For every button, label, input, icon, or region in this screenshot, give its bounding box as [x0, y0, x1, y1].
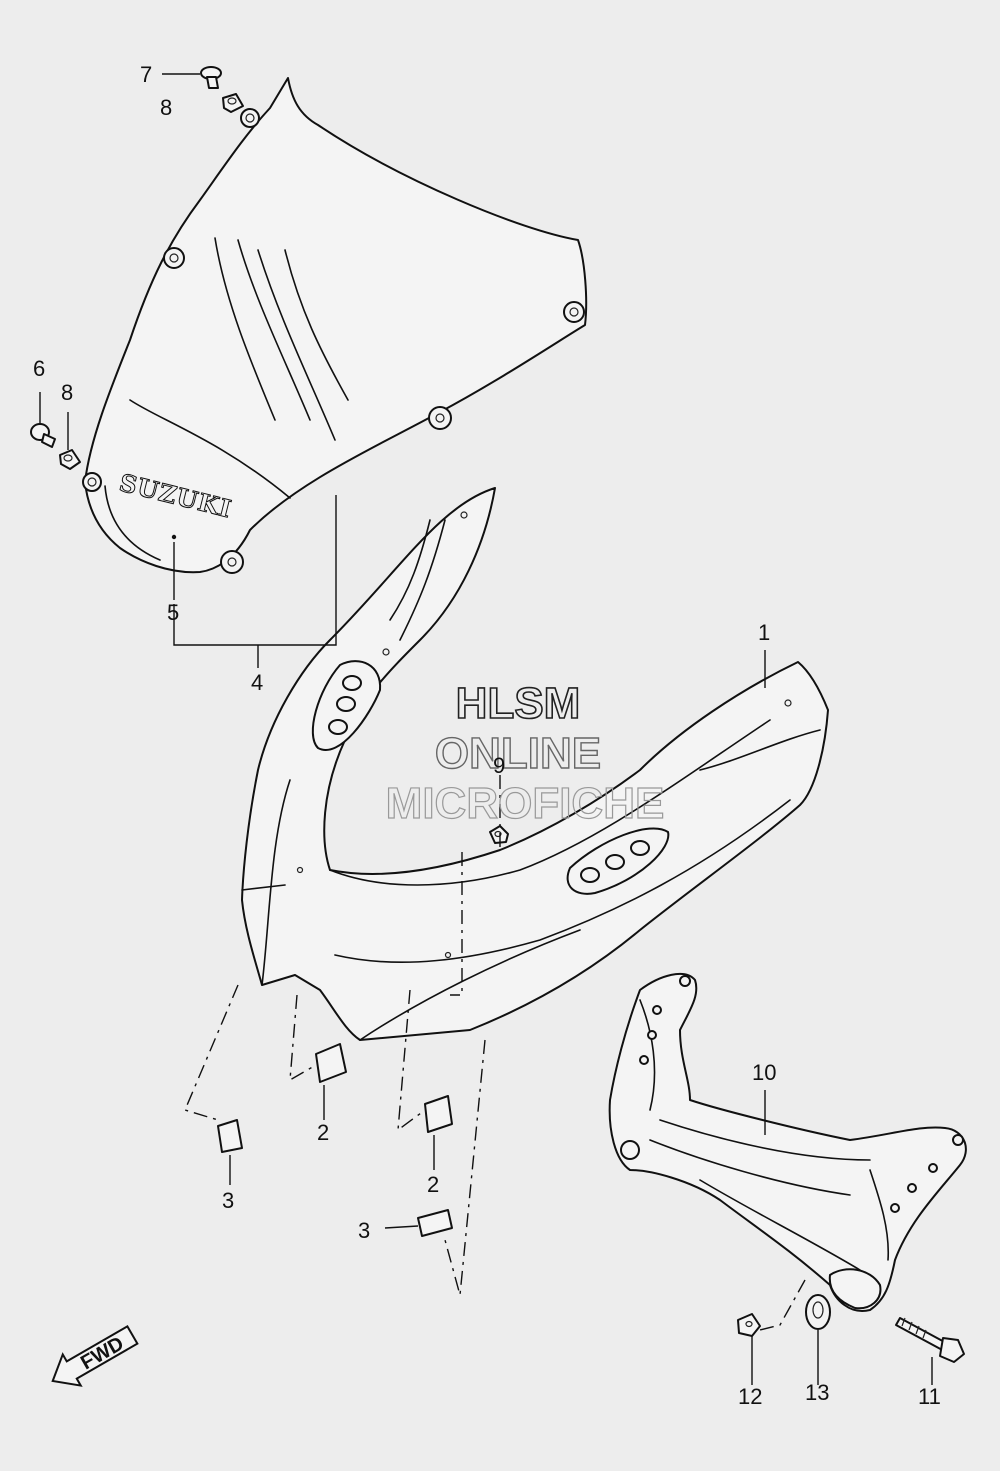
- callout-11: 11: [918, 1384, 941, 1409]
- watermark-line-3: MICROFICHE: [386, 779, 665, 828]
- watermark-line-1: HLSM: [456, 679, 581, 728]
- callout-6: 6: [33, 356, 45, 381]
- callout-9: 9: [493, 753, 505, 778]
- watermark: HLSM ONLINE MICROFICHE: [385, 678, 665, 828]
- callout-8-lower: 8: [61, 380, 73, 405]
- callout-1: 1: [758, 620, 770, 645]
- callout-4: 4: [251, 670, 263, 695]
- callout-12: 12: [738, 1384, 762, 1409]
- leader-lines: [39, 73, 933, 1385]
- watermark-line-2: ONLINE: [435, 729, 601, 778]
- upper-cowling[interactable]: [241, 487, 829, 1041]
- nut-8-lower[interactable]: [59, 449, 81, 470]
- callout-labels: 7 8 6 8 5 4 1 9 10 2 2 3 3 12 13 11: [33, 62, 941, 1409]
- washer-13[interactable]: [805, 1294, 831, 1330]
- callout-2-left: 2: [317, 1120, 329, 1145]
- callout-5: 5: [167, 600, 179, 625]
- grommet-9[interactable]: [489, 825, 509, 844]
- callout-10: 10: [752, 1060, 776, 1085]
- forward-arrow-icon: FWD: [51, 1324, 139, 1387]
- callout-3-right: 3: [358, 1218, 370, 1243]
- cushion-3b[interactable]: [417, 1209, 453, 1237]
- callout-2-right: 2: [427, 1172, 439, 1197]
- callout-13: 13: [805, 1380, 829, 1405]
- callout-7: 7: [140, 62, 152, 87]
- bolt-11[interactable]: [895, 1317, 965, 1363]
- callout-3-left: 3: [222, 1188, 234, 1213]
- cushion-2b[interactable]: [424, 1095, 453, 1133]
- screw-7[interactable]: [200, 66, 222, 89]
- nut-12[interactable]: [737, 1313, 761, 1337]
- cushion-2a[interactable]: [315, 1043, 347, 1083]
- nut-8-upper[interactable]: [222, 93, 244, 113]
- cowling-brace[interactable]: [608, 972, 967, 1312]
- screw-6[interactable]: [30, 423, 56, 448]
- callout-8-upper: 8: [160, 95, 172, 120]
- fwd-badge-label: FWD: [77, 1333, 127, 1375]
- windscreen[interactable]: SUZUKI: [82, 77, 588, 574]
- cushion-3a[interactable]: [217, 1119, 243, 1153]
